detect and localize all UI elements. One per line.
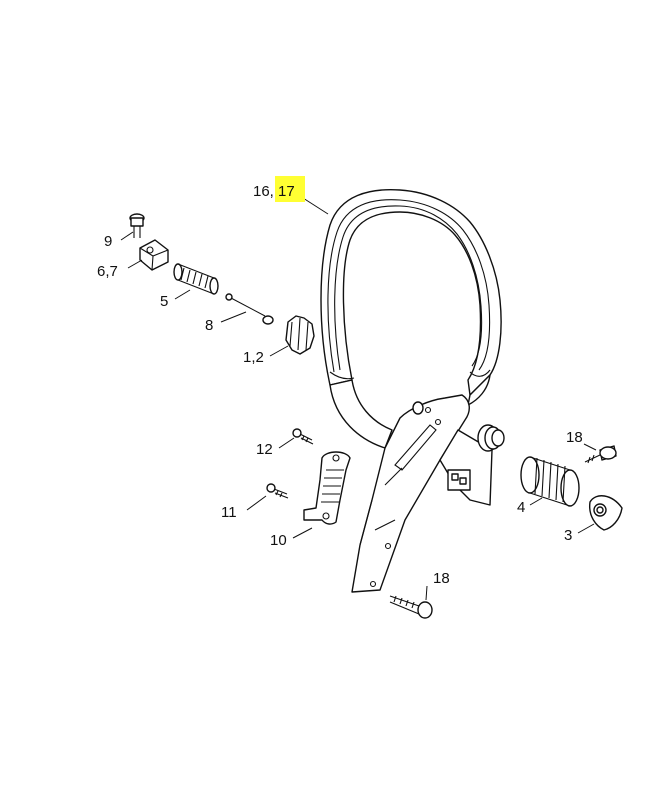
part-5-spring (173, 263, 219, 295)
label-5: 5 (160, 293, 168, 310)
part-18-bottom-screw (389, 595, 433, 619)
label-3: 3 (564, 527, 572, 544)
label-18-top: 18 (566, 429, 583, 446)
part-12-screw (292, 428, 314, 445)
label-8: 8 (205, 317, 213, 334)
label-11: 11 (221, 504, 237, 521)
label-10: 10 (270, 532, 287, 549)
label-4: 4 (517, 499, 525, 516)
handlebar (320, 188, 505, 593)
part-4-spring (520, 456, 580, 507)
label-9: 9 (104, 233, 112, 250)
part-11-screw (266, 483, 289, 499)
label-12: 12 (256, 441, 273, 458)
leader-lines (120, 197, 597, 601)
part-8-pin (225, 293, 274, 325)
label-6-7: 6,7 (97, 263, 118, 280)
part-labels: 16, 17 9 6,7 5 8 1,2 12 11 10 18 4 3 18 (97, 176, 583, 587)
part-3-cap (589, 495, 623, 531)
part-10-bracket (303, 451, 351, 525)
label-1-2: 1,2 (243, 349, 264, 366)
label-16: 16, (253, 183, 274, 200)
part-6-7-nut (139, 239, 169, 271)
part-1-2-buffer (285, 315, 315, 355)
label-17: 17 (278, 183, 295, 200)
part-9-screw (129, 213, 145, 238)
part-18-top-screw (584, 445, 617, 464)
label-18-bottom: 18 (433, 570, 450, 587)
highlight-box (275, 176, 305, 202)
